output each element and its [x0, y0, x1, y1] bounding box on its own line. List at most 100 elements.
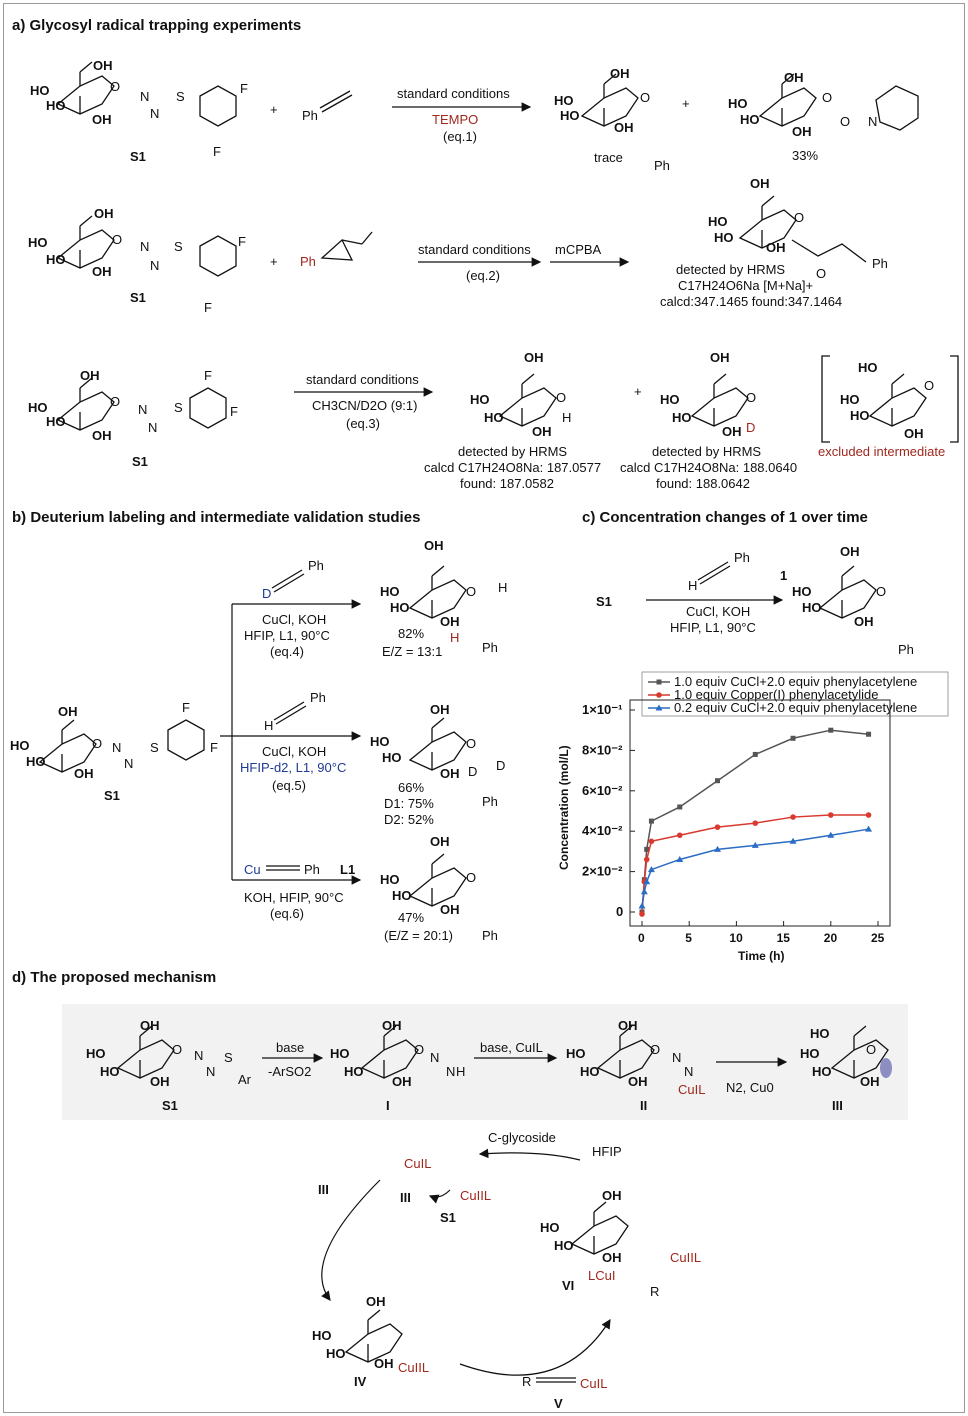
s1-structure-b: HO HO OH OH O N N S F F S1	[10, 700, 218, 803]
y-tick-label: 0	[616, 904, 623, 919]
svg-text:OH: OH	[92, 264, 112, 279]
s-label: S	[176, 89, 185, 104]
svg-text:N: N	[140, 239, 149, 254]
reduced-product-d: HO HO OH OH O D	[660, 350, 756, 439]
svg-text:N: N	[684, 1064, 693, 1079]
svg-text:O: O	[866, 1042, 876, 1057]
svg-text:HO: HO	[370, 734, 390, 749]
data-point	[827, 831, 835, 838]
svg-text:CuIIL: CuIIL	[670, 1250, 701, 1265]
svg-text:Ph: Ph	[872, 256, 888, 271]
svg-text:HO: HO	[46, 414, 66, 429]
svg-text:F: F	[204, 300, 212, 315]
data-point	[866, 731, 872, 737]
section-a-title: a) Glycosyl radical trapping experiments	[12, 17, 301, 34]
x-tick-label: 5	[685, 931, 692, 945]
svg-text:found: 187.0582: found: 187.0582	[460, 476, 554, 491]
tempo-adduct: HO HO OH OH O O N 33%	[728, 70, 919, 163]
svg-text:I: I	[386, 1098, 390, 1113]
svg-text:S: S	[150, 740, 159, 755]
legend-label: 1.0 equiv CuCl+2.0 equiv phenylacetylene	[674, 674, 917, 689]
svg-text:HO: HO	[708, 214, 728, 229]
series-line	[641, 828, 869, 907]
svg-text:O: O	[414, 1042, 424, 1057]
eq2-label: (eq.2)	[466, 268, 500, 283]
svg-text:detected by HRMS: detected by HRMS	[458, 444, 567, 459]
svg-text:OH: OH	[610, 66, 630, 81]
data-point	[752, 820, 759, 826]
svg-text:+: +	[634, 384, 642, 399]
svg-text:Ph: Ph	[482, 640, 498, 655]
svg-text:OH: OH	[150, 1074, 170, 1089]
svg-text:-ArSO2: -ArSO2	[268, 1064, 311, 1079]
eq1-yield-2: 33%	[792, 148, 818, 163]
svg-text:OH: OH	[722, 424, 742, 439]
svg-text:O: O	[876, 584, 886, 599]
svg-text:HO: HO	[382, 750, 402, 765]
n-label: N	[140, 89, 149, 104]
svg-text:(E/Z = 20:1): (E/Z = 20:1)	[384, 928, 453, 943]
svg-text:OH: OH	[784, 70, 804, 85]
svg-text:O: O	[640, 90, 650, 105]
svg-text:H: H	[450, 630, 459, 645]
svg-text:D: D	[262, 586, 271, 601]
svg-text:HO: HO	[840, 392, 860, 407]
svg-text:HO: HO	[800, 1046, 820, 1061]
svg-text:R: R	[522, 1374, 531, 1389]
svg-text:O: O	[172, 1042, 182, 1057]
y-tick-label: 2×10⁻²	[582, 864, 623, 879]
svg-text:N: N	[868, 114, 877, 129]
svg-text:OH: OH	[430, 702, 450, 717]
svg-text:OH: OH	[140, 1018, 160, 1033]
svg-text:H: H	[688, 578, 697, 593]
data-point	[640, 888, 648, 895]
legend-label: 1.0 equiv Copper(I) phenylacetylide	[674, 687, 879, 702]
chart-legend-box	[641, 671, 949, 717]
svg-text:S1: S1	[104, 788, 120, 803]
x-tick-label: 0	[638, 931, 645, 945]
svg-text:CuIIL: CuIIL	[398, 1360, 429, 1375]
svg-text:47%: 47%	[398, 910, 424, 925]
x-tick-label: 15	[777, 931, 791, 945]
svg-text:HO: HO	[810, 1026, 830, 1041]
svg-text:Ph: Ph	[310, 690, 326, 705]
svg-text:HO: HO	[100, 1064, 120, 1079]
phenylacetylene-row1: Ph	[302, 90, 353, 123]
svg-text:HO: HO	[86, 1046, 106, 1061]
oh-label: OH	[93, 58, 113, 73]
svg-text:S: S	[174, 239, 183, 254]
svg-text:N: N	[194, 1048, 203, 1063]
svg-text:S: S	[174, 400, 183, 415]
svg-text:VI: VI	[562, 1278, 574, 1293]
data-point	[714, 824, 721, 830]
svg-text:L1: L1	[340, 862, 355, 877]
s1-label: S1	[130, 149, 146, 164]
svg-text:HO: HO	[580, 1064, 600, 1079]
svg-text:OH: OH	[840, 544, 860, 559]
svg-text:KOH, HFIP, 90°C: KOH, HFIP, 90°C	[244, 890, 344, 905]
data-point	[676, 832, 683, 839]
x-tick-label: 10	[729, 931, 743, 945]
svg-text:HO: HO	[858, 360, 878, 375]
svg-text:CuIL: CuIL	[678, 1082, 705, 1097]
svg-text:N: N	[430, 1050, 439, 1065]
svg-text:OH: OH	[430, 834, 450, 849]
svg-text:HFIP, L1, 90°C: HFIP, L1, 90°C	[670, 620, 756, 635]
svg-text:S: S	[224, 1050, 233, 1065]
data-point	[752, 751, 758, 757]
data-point	[828, 812, 834, 818]
svg-text:found: 188.0642: found: 188.0642	[656, 476, 750, 491]
svg-text:OH: OH	[614, 120, 634, 135]
svg-text:O: O	[110, 394, 120, 409]
svg-text:F: F	[204, 368, 212, 383]
eq2-detected: detected by HRMS	[676, 262, 785, 277]
svg-text:OH: OH	[74, 766, 94, 781]
data-point	[865, 825, 873, 832]
svg-text:HO: HO	[10, 738, 30, 753]
legend-marker	[655, 704, 663, 711]
svg-text:CuIL: CuIL	[404, 1156, 431, 1171]
svg-text:Ph: Ph	[304, 862, 320, 877]
data-point	[677, 804, 683, 810]
svg-text:calcd C17H24O8Na: 188.0640: calcd C17H24O8Na: 188.0640	[620, 460, 797, 475]
